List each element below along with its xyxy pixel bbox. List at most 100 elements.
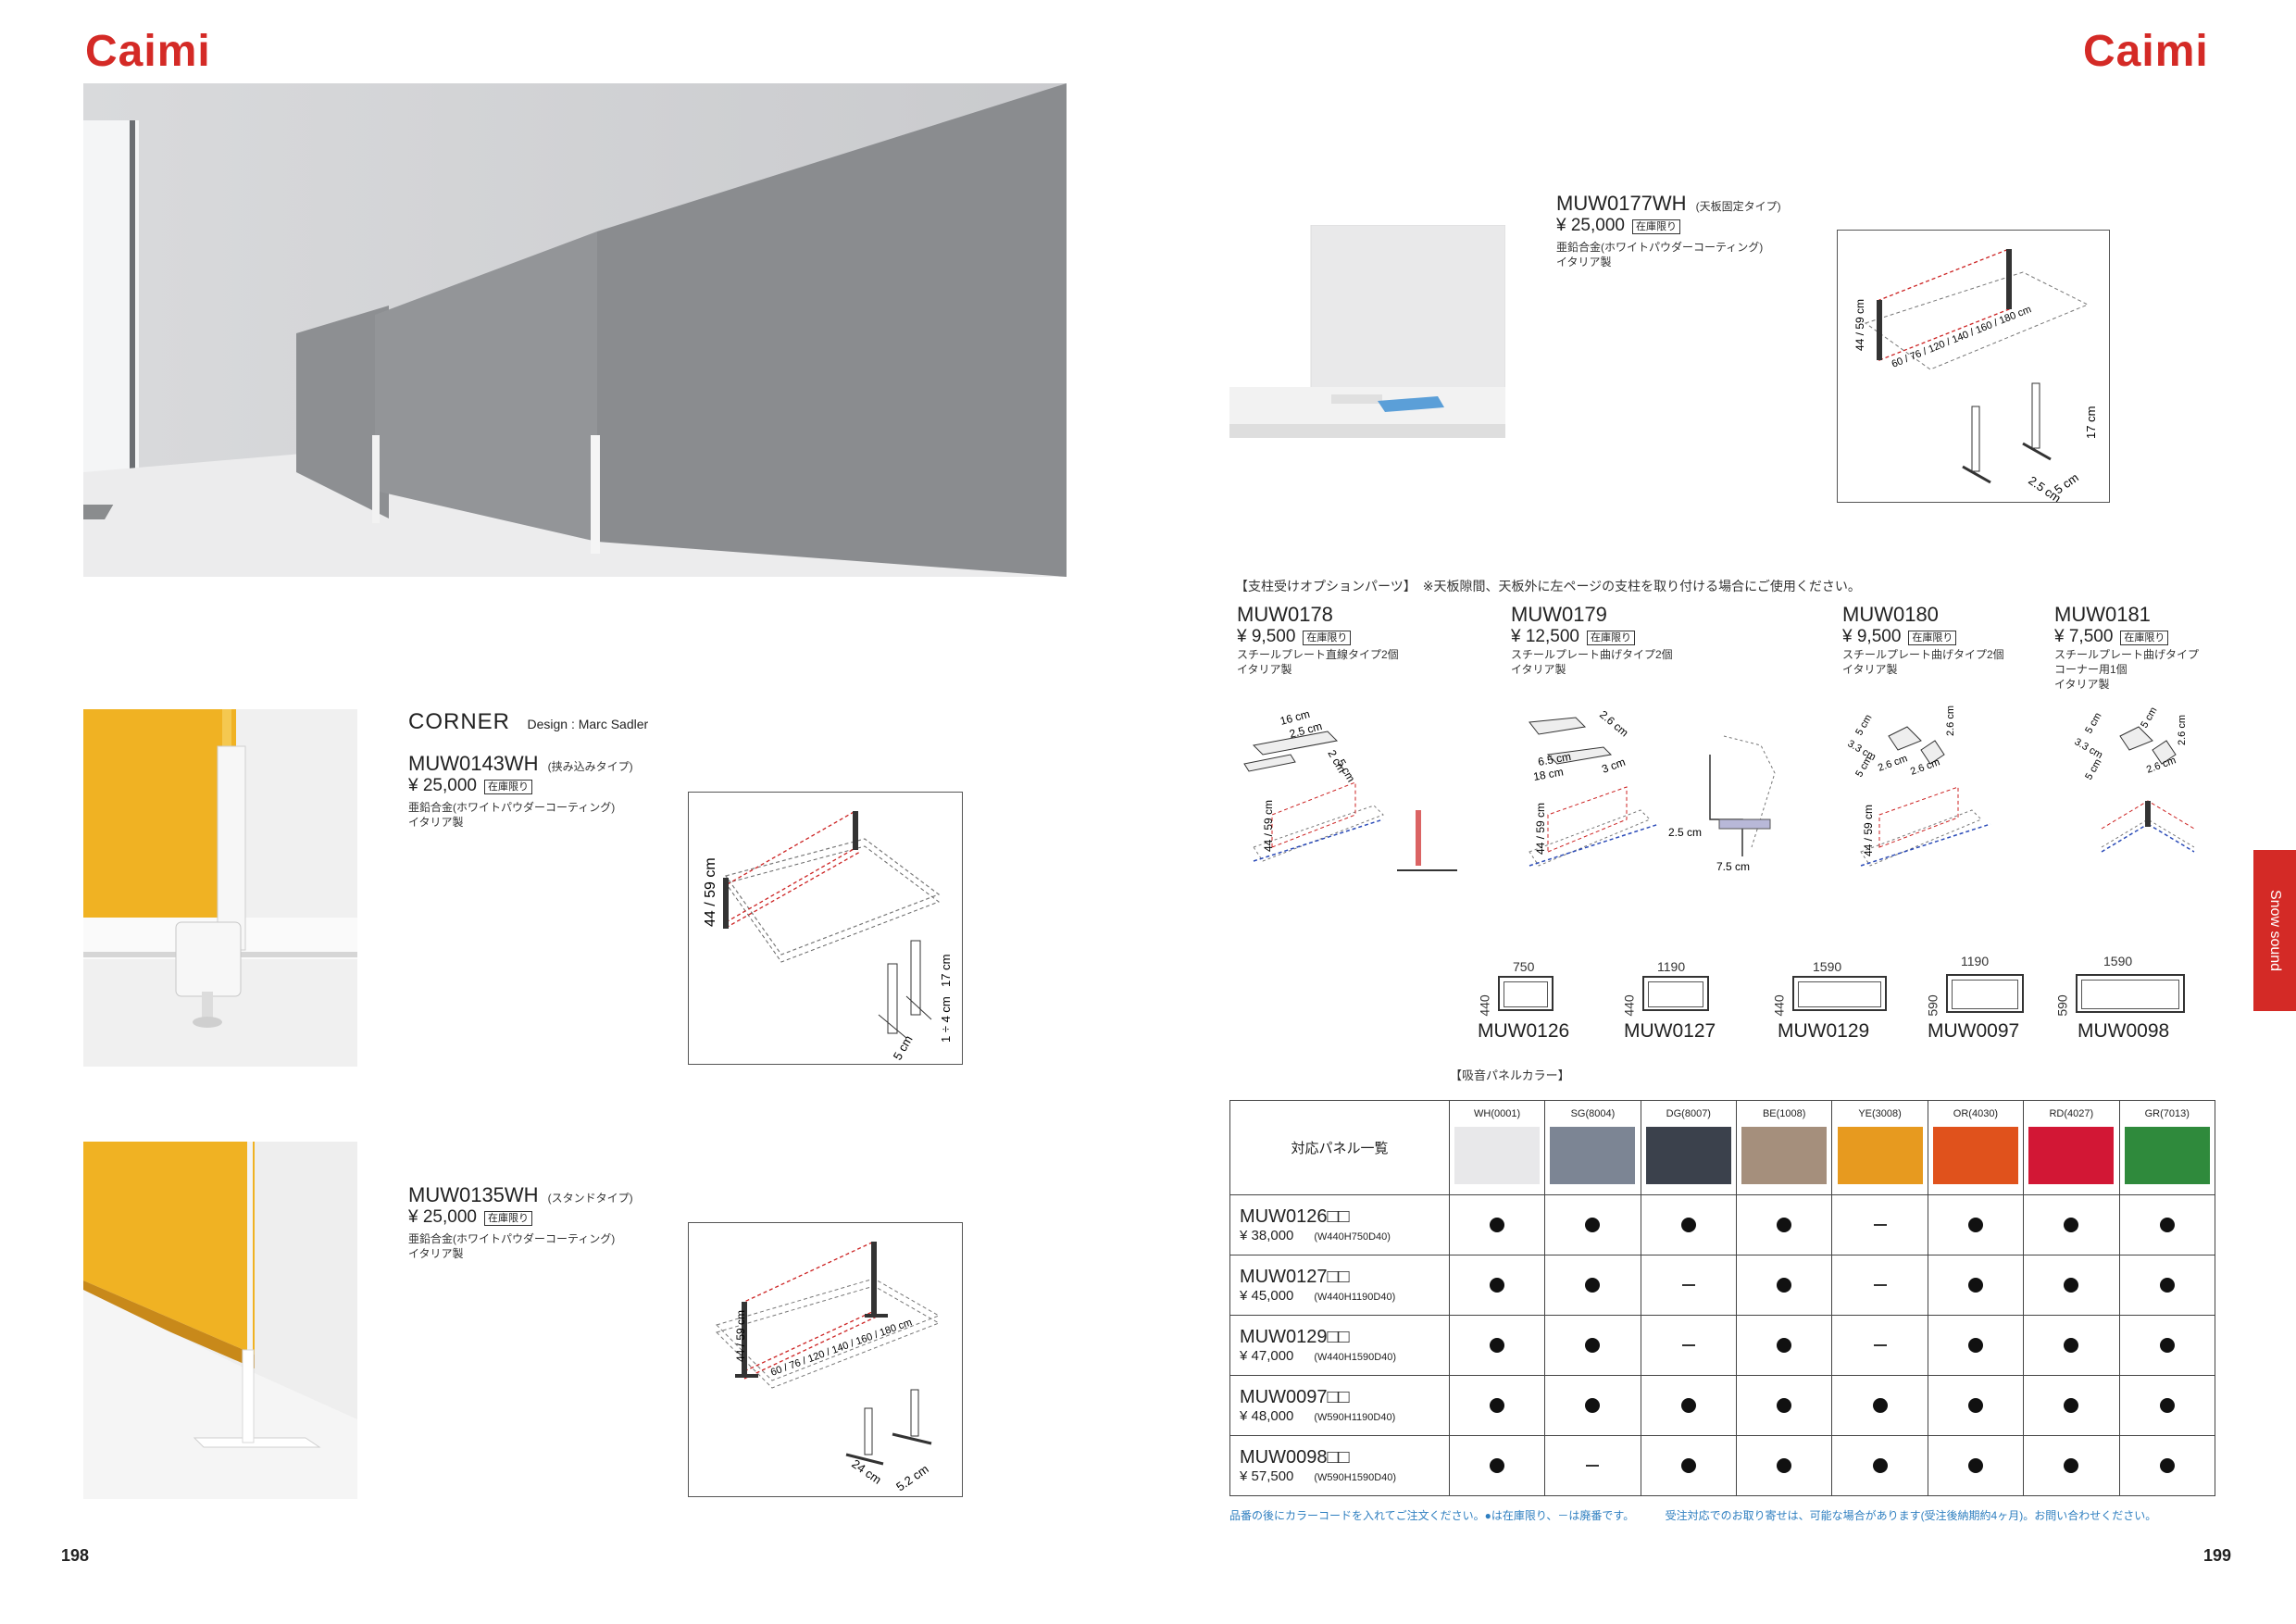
- footnote-2: 受注対応でのお取り寄せは、可能な場合があります(受注後納期約4ヶ月)。お問い合わ…: [1665, 1509, 2157, 1522]
- product-cell: MUW0129□□¥ 47,000(W440H1590D40): [1229, 1315, 1450, 1376]
- product-desc: 亜鉛合金(ホワイトパウダーコーティング): [408, 1232, 616, 1245]
- panel-muw0126: 750 440 MUW0126: [1478, 959, 1589, 1048]
- availability-cell: [1640, 1255, 1738, 1316]
- row-code: MUW0127□□: [1240, 1267, 1350, 1287]
- d181-5cm-a: 5 cm: [2083, 711, 2103, 736]
- option-desc: スチールプレート曲げタイプ2個: [1511, 648, 1673, 661]
- availability-cell: [1831, 1435, 1928, 1496]
- product-price: ¥ 25,000: [408, 776, 477, 795]
- product-origin: イタリア製: [408, 816, 464, 829]
- in-stock-dot: [1777, 1278, 1792, 1293]
- option-desc2: イタリア製: [1511, 663, 1566, 676]
- color-label: OR(4030): [1953, 1108, 1999, 1119]
- in-stock-dot: [1872, 1458, 1888, 1473]
- d180-2-6cm-a: 2.6 cm: [1945, 706, 1956, 736]
- panel-code: MUW0098: [2078, 1020, 2170, 1042]
- in-stock-dot: [2159, 1398, 2175, 1413]
- color-label: DG(8007): [1666, 1108, 1711, 1119]
- panel-width: 1590: [2103, 954, 2133, 968]
- row-code: MUW0097□□: [1240, 1387, 1350, 1407]
- panel-shape: [1642, 976, 1709, 1011]
- product-price: ¥ 25,000: [1556, 216, 1625, 235]
- color-cell-ye: YE(3008): [1831, 1100, 1928, 1195]
- availability-cell: [1927, 1375, 2025, 1436]
- option-desc3: イタリア製: [2054, 678, 2110, 691]
- availability-cell: [1544, 1375, 1641, 1436]
- corner-clamp-photo: [83, 709, 357, 1067]
- color-cell-rd: RD(4027): [2023, 1100, 2120, 1195]
- availability-cell: [1927, 1194, 2025, 1255]
- d180-height: 44 / 59 cm: [1862, 805, 1875, 856]
- panel-code: MUW0126: [1478, 1020, 1570, 1042]
- row-header-label: 対応パネル一覧: [1291, 1141, 1389, 1156]
- in-stock-dot: [1967, 1218, 1983, 1232]
- in-stock-dot: [1585, 1338, 1601, 1353]
- d181-5cm-c: 5 cm: [2083, 757, 2103, 782]
- color-label: RD(4027): [2049, 1108, 2094, 1119]
- option-price: ¥ 7,500: [2054, 627, 2114, 646]
- option-code: MUW0179: [1511, 603, 1607, 626]
- availability-cell: [1831, 1375, 1928, 1436]
- availability-cell: [2023, 1194, 2120, 1255]
- color-label: BE(1008): [1762, 1108, 1806, 1119]
- availability-cell: [1448, 1315, 1546, 1376]
- panel-shape: [1498, 976, 1554, 1011]
- panel-height: 440: [1771, 994, 1787, 1017]
- muw0180-diagram: 5 cm 2.6 cm 3.3 cm 2.6 cm 2.6 cm 5 cm 44…: [1842, 699, 2028, 884]
- product-code: MUW0135WH: [408, 1183, 539, 1206]
- color-label: SG(8004): [1570, 1108, 1616, 1119]
- stock-tag: 在庫限り: [1908, 630, 1957, 645]
- availability-cell: [1640, 1435, 1738, 1496]
- option-code: MUW0181: [2054, 603, 2151, 626]
- availability-cell: [1736, 1375, 1833, 1436]
- snow-sound-tab[interactable]: Snow sound: [2253, 850, 2296, 1011]
- product-code: MUW0143WH: [408, 752, 539, 775]
- product-cell: MUW0098□□¥ 57,500(W590H1590D40): [1229, 1435, 1450, 1496]
- panel-shape: [1946, 974, 2024, 1013]
- caimi-logo-left: Caimi: [85, 27, 211, 76]
- in-stock-dot: [1967, 1458, 1983, 1473]
- panel-muw0127: 1190 440 MUW0127: [1622, 959, 1752, 1048]
- stock-tag: 在庫限り: [483, 1210, 532, 1226]
- product-code: MUW0177WH: [1556, 192, 1687, 215]
- product-type: (挟み込みタイプ): [547, 760, 633, 773]
- in-stock-dot: [1585, 1398, 1601, 1413]
- product-cell: MUW0127□□¥ 45,000(W440H1190D40): [1229, 1255, 1450, 1316]
- corner-stand-photo: [83, 1142, 357, 1499]
- stock-tag: 在庫限り: [1586, 630, 1635, 645]
- availability-cell: [1640, 1315, 1738, 1376]
- option-price: ¥ 9,500: [1842, 627, 1902, 646]
- row-size: (W440H750D40): [1314, 1231, 1391, 1243]
- table-row: MUW0097□□¥ 48,000(W590H1190D40): [1229, 1375, 2216, 1436]
- availability-cell: [1448, 1435, 1546, 1496]
- product-price: ¥ 25,000: [408, 1207, 477, 1227]
- panel-muw0097: 1190 590 MUW0097: [1926, 954, 2055, 1048]
- color-cell-be: BE(1008): [1736, 1100, 1833, 1195]
- availability-cell: [1736, 1315, 1833, 1376]
- row-price: ¥ 45,000: [1240, 1288, 1294, 1304]
- panel-width: 750: [1513, 959, 1535, 974]
- availability-cell: [1736, 1255, 1833, 1316]
- availability-cell: [1927, 1315, 2025, 1376]
- in-stock-dot: [1777, 1398, 1792, 1413]
- in-stock-dot: [1777, 1218, 1792, 1232]
- product-type: (天板固定タイプ): [1695, 200, 1781, 213]
- d179-2-6cm: 2.6 cm: [1597, 708, 1631, 740]
- d179-6-5cm: 6.5 cm: [1537, 750, 1572, 768]
- option-price: ¥ 9,500: [1237, 627, 1296, 646]
- d143-5cm-label: 5 cm: [891, 1033, 916, 1063]
- stock-tag: 在庫限り: [2120, 630, 2169, 645]
- color-header-row: 対応パネル一覧 WH(0001) SG(8004) DG(8007) BE(10…: [1229, 1100, 2216, 1195]
- option-desc: スチールプレート曲げタイプ: [2054, 648, 2200, 661]
- option-desc2: イタリア製: [1842, 663, 1898, 676]
- discontinued-dash: [1681, 1344, 1695, 1346]
- table-row: MUW0127□□¥ 45,000(W440H1190D40): [1229, 1255, 2216, 1316]
- muw0143-diagram: 44 / 59 cm 17 cm 1 ÷ 4 cm 5 cm: [688, 792, 963, 1065]
- muw0135-diagram: 44 / 59 cm 60 / 76 / 120 / 140 / 160 / 1…: [688, 1222, 963, 1497]
- d180-2-6cm-c: 2.6 cm: [1909, 756, 1941, 778]
- page-number-left: 198: [61, 1546, 90, 1565]
- color-cell-or: OR(4030): [1927, 1100, 2025, 1195]
- availability-cell: [1831, 1255, 1928, 1316]
